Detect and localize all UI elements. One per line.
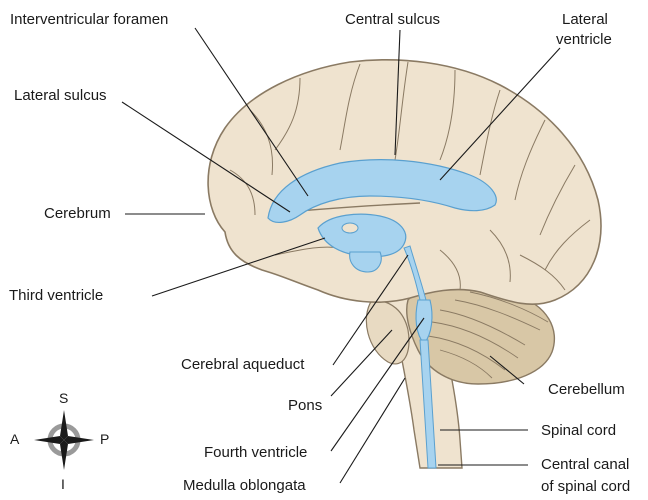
label-cerebral-aqueduct: Cerebral aqueduct — [181, 356, 304, 373]
label-central-sulcus: Central sulcus — [345, 11, 440, 28]
label-medulla-oblongata: Medulla oblongata — [183, 477, 306, 494]
label-spinal-cord: Spinal cord — [541, 422, 616, 439]
label-cerebellum: Cerebellum — [548, 381, 625, 398]
compass-label-anterior: A — [10, 432, 19, 447]
compass-label-inferior: I — [61, 477, 65, 492]
label-pons: Pons — [288, 397, 322, 414]
label-lateral-ventricle-line1: Lateral — [562, 11, 608, 28]
label-cerebrum: Cerebrum — [44, 205, 111, 222]
label-lateral-ventricle-line2: ventricle — [556, 31, 612, 48]
label-interventricular-foramen: Interventricular foramen — [10, 11, 168, 28]
label-third-ventricle: Third ventricle — [9, 287, 103, 304]
label-central-canal-line1: Central canal — [541, 456, 629, 473]
compass-rose — [34, 410, 94, 470]
compass-label-posterior: P — [100, 432, 109, 447]
massa-intermedia — [342, 223, 358, 233]
compass-label-superior: S — [59, 391, 68, 406]
label-lateral-sulcus: Lateral sulcus — [14, 87, 107, 104]
label-central-canal-line2: of spinal cord — [541, 478, 630, 495]
label-fourth-ventricle: Fourth ventricle — [204, 444, 307, 461]
